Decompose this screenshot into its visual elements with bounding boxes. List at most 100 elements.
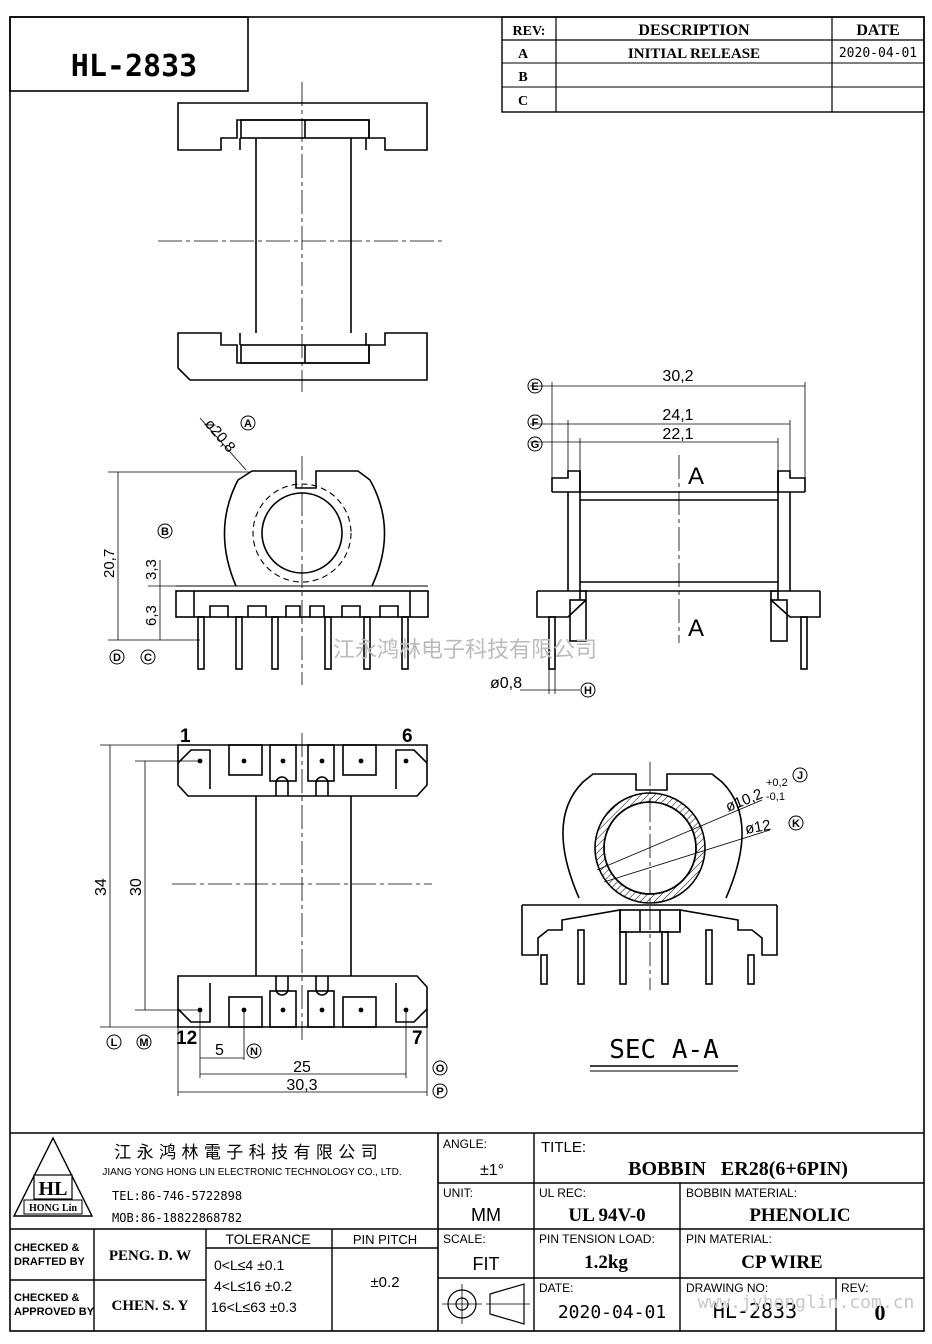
checked-drafted-value: PENG. D. W [109, 1248, 191, 1264]
angle-value: ±1° [480, 1162, 504, 1179]
balloon-m: M [136, 1034, 152, 1050]
unit-label: UNIT: [443, 1186, 473, 1200]
title-block [10, 1132, 924, 1331]
front-view-pins [197, 616, 409, 670]
svg-text:K: K [792, 818, 800, 830]
dim-3-3: 3,3 [143, 559, 160, 580]
pin-label-12: 12 [176, 1028, 197, 1049]
projection-symbol-icon [442, 1283, 530, 1325]
tolerance-label: TOLERANCE [225, 1231, 310, 1247]
balloons: A B C D E F G H J K L M N O P [106, 378, 808, 1099]
svg-text:G: G [531, 439, 540, 451]
pin-tension-label: PIN TENSION LOAD: [539, 1232, 655, 1246]
balloon-k: K [788, 815, 804, 831]
date-label: DATE: [539, 1281, 573, 1295]
bottom-view [172, 733, 432, 1040]
rev-row-b-rev: B [518, 70, 527, 85]
company-mob: MOB:86-18822868782 [112, 1211, 242, 1225]
part-number: HL-2833 [71, 49, 197, 84]
balloon-c: C [140, 649, 156, 665]
ul-label: UL REC: [539, 1186, 586, 1200]
rev-row-a-rev: A [518, 47, 529, 62]
outer-frame [9, 16, 925, 1332]
dim-34: 34 [93, 878, 110, 896]
part-number-box: HL-2833 [9, 16, 249, 92]
svg-text:O: O [436, 1063, 445, 1075]
balloon-o: O [432, 1060, 448, 1076]
tolerance-row-3: 16<L≤63 ±0.3 [211, 1299, 297, 1315]
side-view [536, 455, 821, 670]
dim-5: 5 [215, 1042, 224, 1059]
top-view [158, 82, 445, 392]
svg-text:J: J [797, 770, 803, 782]
company-name-en: JIANG YONG HONG LIN ELECTRONIC TECHNOLOG… [102, 1167, 401, 1178]
balloon-e: E [527, 378, 543, 394]
side-view-dimensions [520, 382, 806, 694]
bobbin-material-label: BOBBIN MATERIAL: [686, 1186, 797, 1200]
balloon-h: H [580, 682, 596, 698]
section-mark-bottom: A [688, 615, 704, 642]
checked-approved-label-2: APPROVED BY [14, 1306, 95, 1318]
drawing-no-label: DRAWING NO: [686, 1281, 768, 1295]
balloon-p: P [432, 1083, 448, 1099]
pin-label-7: 7 [412, 1028, 423, 1049]
balloon-a: A [240, 415, 256, 431]
bottom-view-dimensions [100, 744, 428, 1096]
ul-value: UL 94V-0 [568, 1205, 645, 1226]
scale-label: SCALE: [443, 1232, 486, 1246]
dim-tolerance-minus: -0,1 [766, 791, 785, 803]
front-view-dimensions [108, 417, 250, 641]
scale-value: FIT [473, 1254, 500, 1274]
dim-20-7: 20,7 [101, 549, 118, 578]
checked-drafted-label-2: DRAFTED BY [14, 1256, 86, 1268]
section-pins [540, 929, 755, 985]
rev-header: REV: [513, 24, 546, 39]
dim-24-1: 24,1 [662, 407, 693, 424]
pin-pitch-value: ±0.2 [370, 1274, 399, 1291]
svg-text:E: E [531, 381, 538, 393]
drawing-no-value: HL-2833 [713, 1299, 797, 1323]
title-label: TITLE: [541, 1139, 586, 1156]
balloon-j: J [792, 767, 808, 783]
revision-table: REV: DESCRIPTION DATE A INITIAL RELEASE … [501, 16, 925, 113]
dim-diameter-0-8: ø0,8 [490, 675, 522, 692]
pin-pitch-label: PIN PITCH [353, 1232, 417, 1247]
dim-30: 30 [128, 878, 145, 896]
description-header: DESCRIPTION [638, 22, 750, 39]
dim-22-1: 22,1 [662, 426, 693, 443]
svg-text:SEC A-A: SEC A-A [609, 1035, 719, 1065]
balloon-d: D [109, 649, 125, 665]
dim-25: 25 [293, 1059, 311, 1076]
section-title: SEC A-A [590, 1035, 738, 1072]
title-value: BOBBIN ER28(6+6PIN) [628, 1158, 848, 1180]
date-value: 2020-04-01 [558, 1302, 666, 1323]
checked-approved-label-1: CHECKED & [14, 1292, 79, 1304]
section-mark-top: A [688, 463, 704, 490]
front-view [175, 456, 429, 685]
rev-row-a-date: 2020-04-01 [839, 46, 917, 61]
balloon-n: N [246, 1043, 262, 1059]
balloon-g: G [527, 436, 543, 452]
rev-row-c-rev: C [518, 94, 528, 109]
svg-text:P: P [436, 1086, 443, 1098]
logo-sub: HONG Lin [29, 1203, 78, 1214]
rev-row-a-description: INITIAL RELEASE [628, 46, 760, 62]
svg-text:D: D [113, 652, 121, 664]
balloon-b: B [157, 523, 173, 539]
dim-diameter-20-8: ø20,8 [201, 416, 239, 456]
balloon-l: L [106, 1034, 122, 1050]
dim-tolerance-plus: +0,2 [766, 777, 788, 789]
watermark: 江永鸿林电子科技有限公司 [333, 638, 597, 663]
tolerance-row-1: 0<L≤4 ±0.1 [214, 1257, 284, 1273]
checked-drafted-label-1: CHECKED & [14, 1242, 79, 1254]
svg-text:F: F [532, 417, 539, 429]
dim-30-3: 30,3 [286, 1077, 317, 1094]
dim-30-2: 30,2 [662, 368, 693, 385]
tolerance-row-2: 4<L≤16 ±0.2 [214, 1278, 292, 1294]
svg-text:C: C [144, 652, 152, 664]
pin-material-value: CP WIRE [741, 1252, 822, 1273]
svg-text:B: B [161, 526, 169, 538]
svg-text:L: L [111, 1037, 118, 1049]
pin-tension-value: 1.2kg [584, 1252, 628, 1273]
